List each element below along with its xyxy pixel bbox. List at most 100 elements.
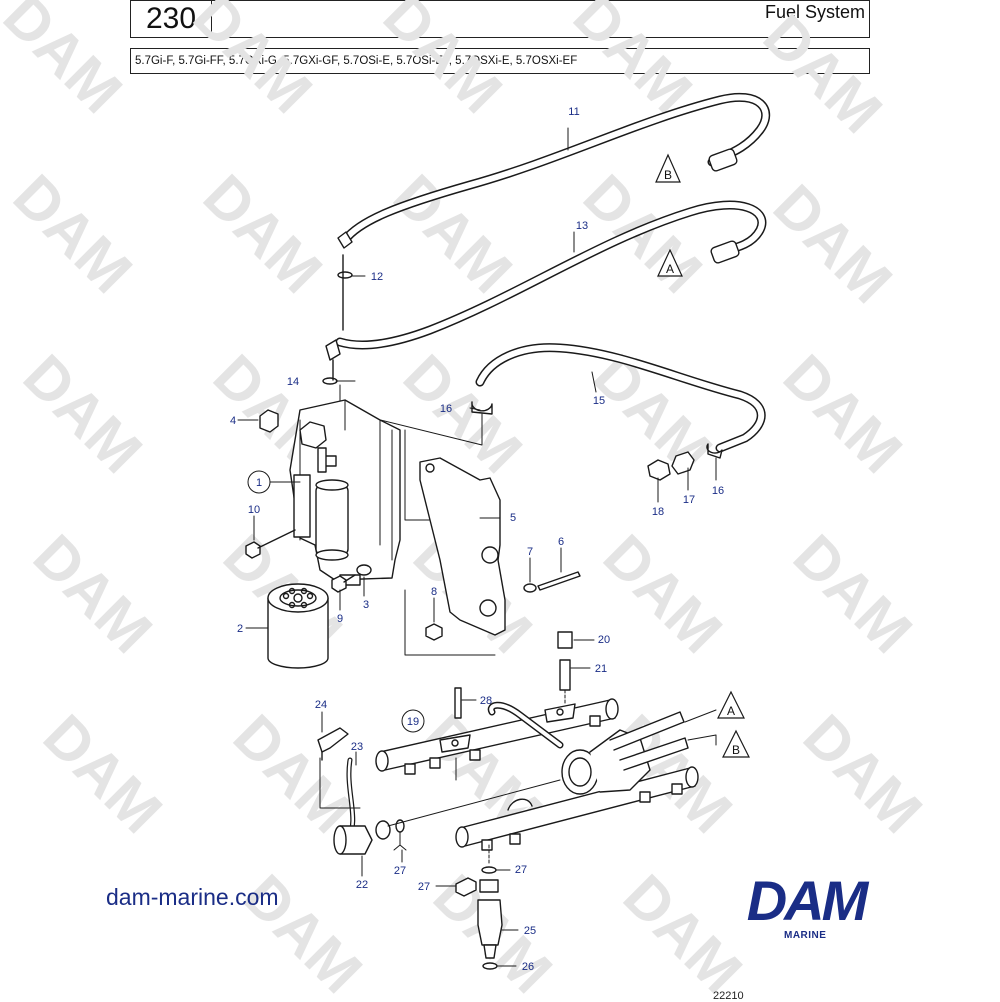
title-box: Fuel System	[211, 0, 870, 38]
pressure-regulator-22	[333, 820, 391, 855]
connector-label-b: B	[732, 743, 740, 757]
brand-subtitle: MARINE	[784, 930, 827, 941]
watermark: DAM	[791, 702, 935, 846]
page-title: Fuel System	[764, 2, 865, 22]
nut-8	[425, 623, 443, 641]
watermark: DAM	[751, 2, 895, 146]
hose-fitting	[708, 148, 738, 172]
page-number: 230	[145, 2, 197, 35]
washer-7	[523, 583, 537, 593]
mounting-bracket-5	[419, 457, 506, 636]
watermark: DAM	[781, 522, 925, 666]
connector-triangle-a	[657, 248, 683, 277]
injector-clip-27	[455, 877, 477, 897]
hose-fitting	[325, 339, 341, 361]
callout-28: 28	[480, 695, 492, 707]
schrader-valve-21	[559, 659, 571, 691]
callout-16: 16	[440, 403, 452, 415]
watermark: DAM	[231, 862, 375, 1000]
callout-27: 27	[515, 864, 527, 876]
connector-triangle-b	[655, 153, 681, 183]
callout-5: 5	[510, 512, 516, 524]
watermark: DAM	[761, 172, 905, 316]
brand-logo: DAM	[747, 869, 870, 932]
fitting-4	[259, 409, 279, 433]
page-number-box: 230	[130, 0, 212, 38]
website-link[interactable]: dam-marine.com	[106, 884, 279, 910]
callout-18: 18	[652, 506, 664, 518]
watermark: DAM	[221, 702, 365, 846]
connector-triangle-b	[722, 729, 750, 758]
drawing-number: 22210	[713, 990, 744, 1002]
callout-26: 26	[522, 961, 534, 973]
stud-28	[454, 687, 462, 719]
fuel-rail-19	[375, 698, 619, 781]
watermark: DAM	[771, 342, 915, 486]
watermark: DAM	[381, 162, 525, 306]
callout-circle-19	[401, 709, 425, 733]
watermark: DAM	[181, 0, 325, 126]
watermark: DAM	[21, 522, 165, 666]
stud-6	[537, 571, 581, 591]
connector-triangle-a	[717, 690, 745, 719]
hose-fitting	[337, 231, 353, 249]
fuel-injector-25	[477, 879, 503, 959]
bolt-10	[245, 529, 296, 559]
callout-circle-1	[247, 470, 271, 494]
callout-27: 27	[418, 881, 430, 893]
callout-8: 8	[431, 586, 437, 598]
watermark: DAM	[391, 342, 535, 486]
callout-6: 6	[558, 536, 564, 548]
callout-12: 12	[371, 271, 383, 283]
crossover-fitting	[561, 711, 689, 795]
callout-11: 11	[568, 106, 579, 118]
callout-10: 10	[248, 504, 260, 516]
watermark: DAM	[1, 162, 145, 306]
callout-24: 24	[315, 699, 327, 711]
leader-lines	[245, 127, 717, 967]
callout-14: 14	[287, 376, 299, 388]
o-ring-26	[482, 962, 498, 970]
callout-13: 13	[576, 220, 588, 232]
o-ring-27	[481, 866, 497, 874]
watermark: DAM	[11, 342, 155, 486]
callout-3: 3	[363, 599, 369, 611]
valve-cap-20	[557, 631, 573, 649]
connector-label-a: A	[727, 704, 735, 718]
hose-clamp-16	[471, 401, 493, 415]
callout-25: 25	[524, 925, 536, 937]
callout-17: 17	[683, 494, 695, 506]
clamp-16b	[706, 443, 723, 459]
o-ring-12	[337, 271, 353, 279]
callout-20: 20	[598, 634, 610, 646]
callout-4: 4	[230, 415, 236, 427]
callout-22: 22	[356, 879, 368, 891]
bolt-9	[331, 574, 356, 593]
connector-label-a: A	[666, 262, 674, 276]
fitting-18	[647, 459, 671, 481]
connector-label-b: B	[664, 168, 672, 182]
watermark: DAM	[0, 0, 135, 126]
callout-7: 7	[527, 546, 533, 558]
callout-9: 9	[337, 613, 343, 625]
fuel-filter-2	[267, 583, 329, 669]
model-list: 5.7Gi-F, 5.7Gi-FF, 5.7GXi-G, 5.7GXi-GF, …	[135, 55, 578, 67]
callout-27: 27	[394, 865, 406, 877]
models-box: 5.7Gi-F, 5.7Gi-FF, 5.7GXi-G, 5.7GXi-GF, …	[130, 48, 870, 74]
callout-15: 15	[593, 395, 605, 407]
callout-19: 19	[407, 716, 419, 728]
watermark: DAM	[31, 702, 175, 846]
watermark: DAM	[191, 162, 335, 306]
o-ring-14	[322, 377, 338, 385]
watermark: DAM	[371, 0, 515, 126]
callout-21: 21	[595, 663, 607, 675]
callout-2: 2	[237, 623, 243, 635]
hose-fitting	[710, 240, 740, 264]
fuel-rail-lower	[455, 766, 699, 851]
nut-3	[356, 564, 372, 576]
watermark: DAM	[611, 862, 755, 1000]
callout-1: 1	[256, 477, 262, 489]
sensor-24	[317, 727, 349, 753]
watermark: DAM	[591, 522, 735, 666]
